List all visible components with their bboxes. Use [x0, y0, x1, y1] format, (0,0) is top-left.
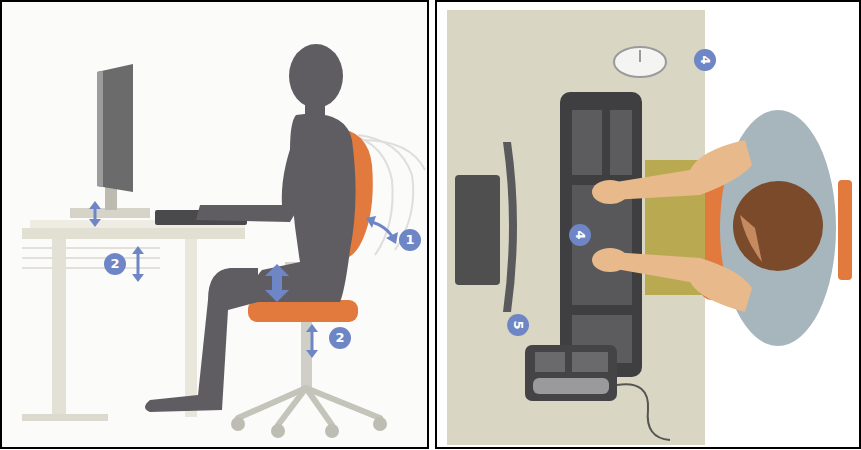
callout-number: 5	[507, 314, 529, 336]
callout-number: 1	[399, 229, 421, 251]
callout-number: 4	[569, 224, 591, 246]
callout-number: 4	[694, 49, 716, 71]
callout-number: 2	[329, 327, 351, 349]
callout-number: 2	[104, 253, 126, 275]
